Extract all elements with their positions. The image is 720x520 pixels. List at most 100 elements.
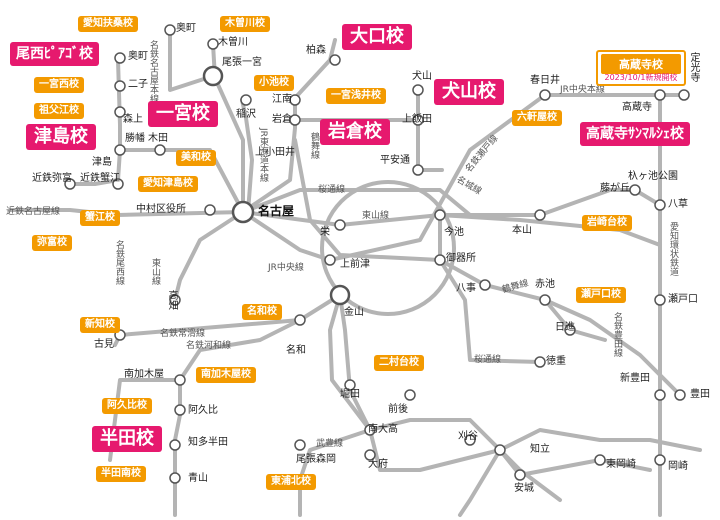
station-marker-morikami xyxy=(114,106,126,118)
station-marker-nagoya xyxy=(231,200,255,224)
station-marker-minamikanigiya xyxy=(174,374,186,386)
school-bisai[interactable]: 尾西ﾋﾟｱｺﾞ校 xyxy=(10,42,99,66)
station-kamitsuya: 上飯田 xyxy=(402,114,432,125)
school-agui[interactable]: 阿久比校 xyxy=(102,398,152,414)
station-marker-kanie xyxy=(112,178,124,190)
station-konandai: 近鉄弥富 xyxy=(32,173,72,184)
station-marker-kisogawa xyxy=(207,38,219,50)
station-marker-tokushige xyxy=(534,356,546,368)
school-inuyama[interactable]: 犬山校 xyxy=(434,79,504,105)
station-marker-ichinomiya xyxy=(202,65,224,87)
station-marker-kashiwamori xyxy=(329,54,341,66)
station-horita: 堀田 xyxy=(340,389,360,400)
station-marker-kasugai xyxy=(539,89,551,101)
school-handa[interactable]: 半田校 xyxy=(92,426,162,452)
station-kisogawa: 木曽川 xyxy=(218,37,248,48)
station-nagoya: 名古屋 xyxy=(258,204,295,218)
school-miwa[interactable]: 美和校 xyxy=(176,150,216,166)
meitetsu-honsen-north xyxy=(211,42,245,214)
sakuradori-line-top xyxy=(241,188,472,217)
station-tsushima: 津島 xyxy=(92,157,112,168)
station-marker-takabata xyxy=(169,294,181,306)
line-meitetsu-toyota: 名鉄豊田線 xyxy=(612,312,622,357)
station-minami-otaka: 南大高 xyxy=(368,424,398,435)
school-iwakura[interactable]: 岩倉校 xyxy=(320,119,390,145)
school-handa-minami[interactable]: 半田南校 xyxy=(96,466,146,482)
station-marker-maegoto xyxy=(404,389,416,401)
station-inazawa: 稲沢 xyxy=(236,109,256,120)
station-heian-dori: 平安通 xyxy=(380,155,410,166)
school-kisogawa[interactable]: 木曽川校 xyxy=(220,16,270,32)
school-ichinomiya-nishi[interactable]: 一宮西校 xyxy=(34,77,84,93)
station-tokushige: 徳重 xyxy=(546,356,566,367)
station-marker-tsushima xyxy=(114,144,126,156)
station-marker-nakamura xyxy=(204,204,216,216)
school-ichinomiya-asai[interactable]: 一宮浅井校 xyxy=(326,88,386,104)
meitetsu-kariya xyxy=(458,448,502,517)
station-marker-meiwa xyxy=(294,314,306,326)
station-marker-shintoyota xyxy=(654,389,666,401)
station-kami-maezu: 上前津 xyxy=(340,259,370,270)
station-marker-imaike xyxy=(434,209,446,221)
station-marker-fujigaoka xyxy=(629,184,641,196)
station-marker-nisshin xyxy=(564,324,576,336)
school-kanie[interactable]: 蟹江校 xyxy=(80,210,120,226)
station-marker-sakae xyxy=(334,219,346,231)
school-futamuradai[interactable]: 二村台校 xyxy=(374,355,424,371)
station-marker-horita xyxy=(344,379,356,391)
school-aichi-fuso[interactable]: 愛知扶桑校 xyxy=(78,16,138,32)
station-marker-morioka xyxy=(294,439,306,451)
station-marker-iwakura xyxy=(289,114,301,126)
school-aichi-tsushima[interactable]: 愛知津島校 xyxy=(138,176,198,192)
station-minami-kanigiya: 南加木屋 xyxy=(124,369,164,380)
school-shinchi[interactable]: 新知校 xyxy=(80,317,120,333)
line-kintetsu-nagoya: 近鉄名古屋線 xyxy=(6,207,61,217)
school-higashiura-kita[interactable]: 東浦北校 xyxy=(266,474,316,490)
station-markers xyxy=(64,24,690,484)
station-takabata: 高畑 xyxy=(166,290,177,310)
school-kozoji-sunmarche[interactable]: 高蔵寺ｻﾝﾏﾙｼｪ校 xyxy=(580,122,690,146)
station-hachisogusa: 八草 xyxy=(668,199,688,210)
school-tsushima[interactable]: 津島校 xyxy=(26,124,96,150)
station-shobata: 勝幡 xyxy=(125,133,145,144)
station-marker-yatomi xyxy=(64,178,76,190)
line-sakuradori-top: 桜通線 xyxy=(318,185,346,195)
station-marker-chiryu xyxy=(494,444,506,456)
line-higashiyama: 東山線 xyxy=(362,211,390,221)
station-owari-ichinomiya: 尾張一宮 xyxy=(222,57,262,68)
school-sofue[interactable]: 祖父江校 xyxy=(34,103,84,119)
station-okazaki: 岡崎 xyxy=(668,461,688,472)
station-agui: 阿久比 xyxy=(188,405,218,416)
line-meitetsu-kawawa: 名鉄河和線 xyxy=(186,341,232,351)
school-ichinomiya[interactable]: 一宮校 xyxy=(148,101,218,127)
school-rokkenya[interactable]: 六軒屋校 xyxy=(512,110,562,126)
station-marker-setoguchi xyxy=(654,294,666,306)
station-higashi-okazaki: 東岡崎 xyxy=(606,459,636,470)
station-inuyama: 犬山 xyxy=(412,71,432,82)
station-marker-aoyama xyxy=(169,472,181,484)
station-kasugai: 春日井 xyxy=(530,75,560,86)
new-school-card[interactable]: 高蔵寺校 2023/10/1新規開校 xyxy=(596,50,686,86)
station-motoyama: 本山 xyxy=(512,225,532,236)
school-iwasakidai[interactable]: 岩崎台校 xyxy=(582,215,632,231)
station-marker-higashiokazaki xyxy=(594,454,606,466)
school-meiwa[interactable]: 名和校 xyxy=(242,304,282,320)
station-marker-okucho-top xyxy=(164,24,176,36)
school-minami-kanigiya[interactable]: 南加木屋校 xyxy=(196,367,256,383)
meitetsu-seto-line xyxy=(438,213,662,247)
station-marker-agui xyxy=(174,404,186,416)
school-komaki[interactable]: 小池校 xyxy=(254,75,294,91)
line-meitetsu-nagoya-honsen: 名鉄名古屋本線 xyxy=(148,40,158,103)
school-yatomi[interactable]: 弥富校 xyxy=(32,235,72,251)
meitetsu-bisai-north xyxy=(168,28,215,92)
line-jr-chuo-mid: JR中央線 xyxy=(268,263,304,273)
school-setoguchi[interactable]: 瀬戸口校 xyxy=(576,287,626,303)
station-aoyama: 青山 xyxy=(188,473,208,484)
station-marker-yagoto xyxy=(479,279,491,291)
station-shin-toyota: 新豊田 xyxy=(620,373,650,384)
station-nakamura-kuyakusho: 中村区役所 xyxy=(136,204,186,215)
station-kariya: 刈谷 xyxy=(458,431,478,442)
station-marker-kozoji xyxy=(654,89,666,101)
school-ohguchi[interactable]: 大口校 xyxy=(342,24,412,50)
